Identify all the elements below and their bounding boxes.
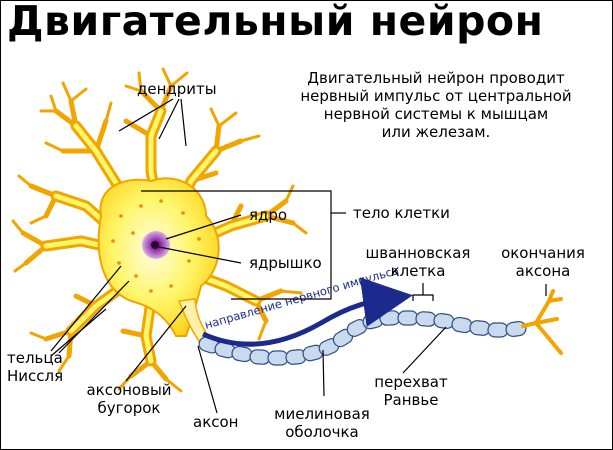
label-axon-hillock: аксоновый бугорок [86, 381, 172, 417]
label-schwann-cell: шванновская клетка [365, 244, 471, 280]
label-axon: аксон [193, 413, 239, 431]
description-line: Двигательный нейрон проводит [307, 69, 565, 87]
label-nissl-bodies: тельца Ниссля [7, 349, 64, 385]
leader-lines [50, 98, 547, 414]
description-line: нервный импульс от центральной [300, 87, 572, 105]
label-nucleolus: ядрышко [249, 254, 322, 272]
axon-terminal [521, 289, 563, 355]
label-node-of-ranvier: перехват Ранвье [374, 373, 448, 409]
nissl-bodies [111, 199, 201, 293]
nucleolus [151, 241, 159, 249]
description-line: или железам. [381, 123, 491, 141]
label-nucleus: ядро [249, 206, 288, 224]
diagram-title: Двигательный нейрон [7, 0, 544, 45]
label-dendrites: дендриты [137, 80, 217, 98]
label-axon-endings: окончания аксона [501, 244, 585, 280]
label-cell-body: тело клетки [353, 204, 450, 222]
description-text: Двигательный нейрон проводит нервный имп… [265, 69, 607, 141]
description-line: нервной системы к мышцам [323, 105, 549, 123]
impulse-direction-arrow [201, 277, 413, 347]
label-myelin-sheath: миелиновая оболочка [274, 405, 370, 441]
